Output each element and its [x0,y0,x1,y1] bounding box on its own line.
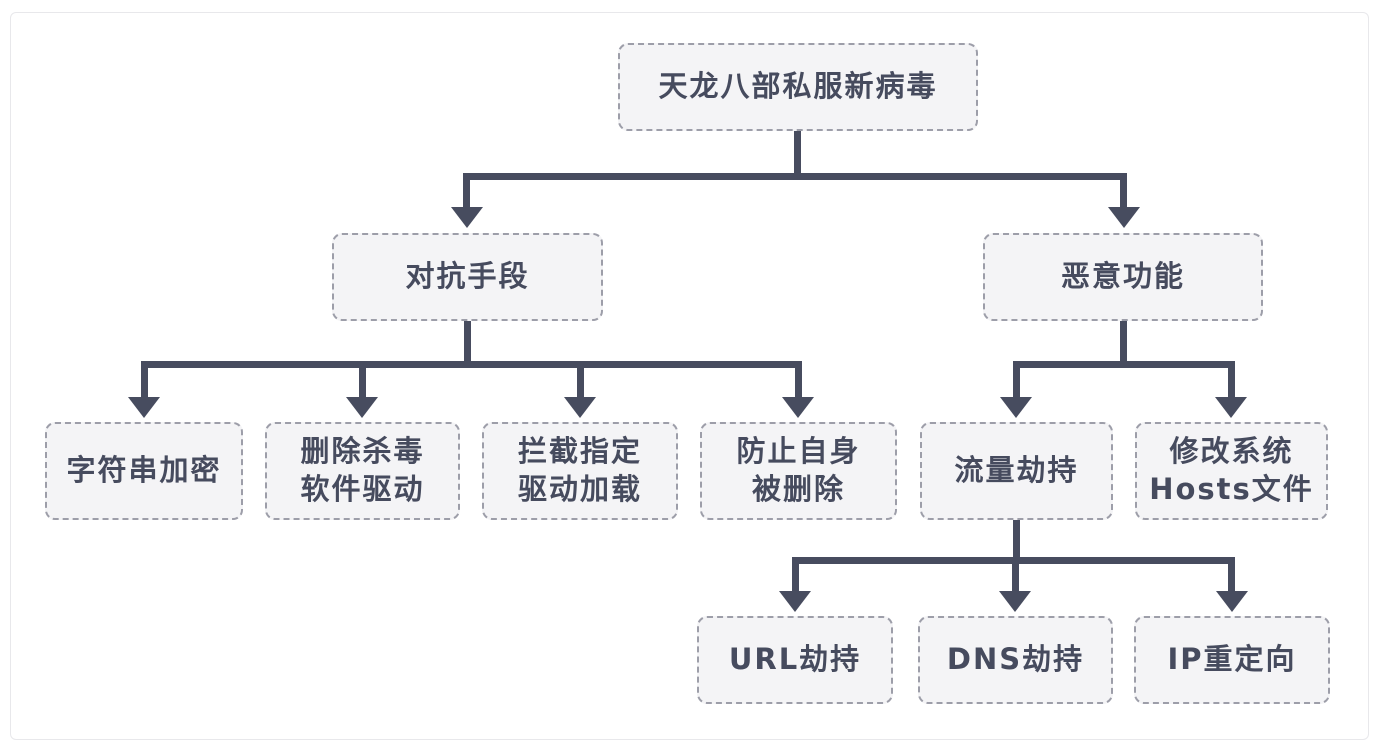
connector-traffic-stem [1013,519,1020,564]
node-label: 修改系统 Hosts文件 [1149,434,1314,506]
node-label: 字符串加密 [66,453,222,488]
connector-drop-ip-redirect [1228,557,1235,593]
node-label: URL劫持 [728,642,862,677]
node-modify-hosts: 修改系统 Hosts文件 [1135,422,1328,520]
connector-drop-traffic-hijack [1013,361,1020,399]
connector-drop-modify-hosts [1228,361,1235,399]
node-label: DNS劫持 [946,642,1085,677]
node-malicious-functions: 恶意功能 [983,233,1263,321]
connector-drop-countermeasures [463,173,470,209]
node-label: IP重定向 [1167,642,1297,677]
arrow-down-icon [1108,207,1140,228]
node-delete-av-driver: 删除杀毒 软件驱动 [265,422,460,520]
arrow-down-icon [779,591,811,612]
connector-drop-malicious [1120,173,1127,209]
connector-malicious-stem [1120,320,1127,368]
node-ip-redirect: IP重定向 [1134,616,1330,704]
node-label: 天龙八部私服新病毒 [658,69,938,104]
connector-drop-block-driver-load [577,361,584,399]
node-url-hijack: URL劫持 [697,616,893,704]
connector-drop-url-hijack [792,557,799,593]
node-label: 删除杀毒 软件驱动 [300,434,425,506]
node-block-driver-load: 拦截指定 驱动加载 [482,422,678,520]
arrow-down-icon [1000,397,1032,418]
arrow-down-icon [1215,397,1247,418]
arrow-down-icon [346,397,378,418]
node-label: 流量劫持 [954,453,1079,488]
node-traffic-hijack: 流量劫持 [920,422,1113,520]
connector-root-stem [794,130,801,180]
connector-drop-string-encryption [141,361,148,399]
node-label: 恶意功能 [1060,259,1185,294]
arrow-down-icon [782,397,814,418]
node-root: 天龙八部私服新病毒 [618,43,978,131]
node-dns-hijack: DNS劫持 [918,616,1113,704]
connector-root-bar [463,173,1127,180]
arrow-down-icon [128,397,160,418]
arrow-down-icon [564,397,596,418]
node-countermeasures: 对抗手段 [332,233,603,321]
connector-malicious-bar [1013,361,1235,368]
arrow-down-icon [451,207,483,228]
node-label: 防止自身 被删除 [736,434,861,506]
connector-drop-prevent-self-delete [795,361,802,399]
node-label: 对抗手段 [405,259,530,294]
arrow-down-icon [1216,591,1248,612]
connector-drop-dns-hijack [1012,557,1019,593]
connector-countermeasures-stem [464,320,471,368]
arrow-down-icon [999,591,1031,612]
connector-drop-delete-av-driver [359,361,366,399]
node-label: 拦截指定 驱动加载 [517,434,642,506]
node-string-encryption: 字符串加密 [45,422,243,520]
node-prevent-self-delete: 防止自身 被删除 [700,422,897,520]
connector-countermeasures-bar [141,361,802,368]
